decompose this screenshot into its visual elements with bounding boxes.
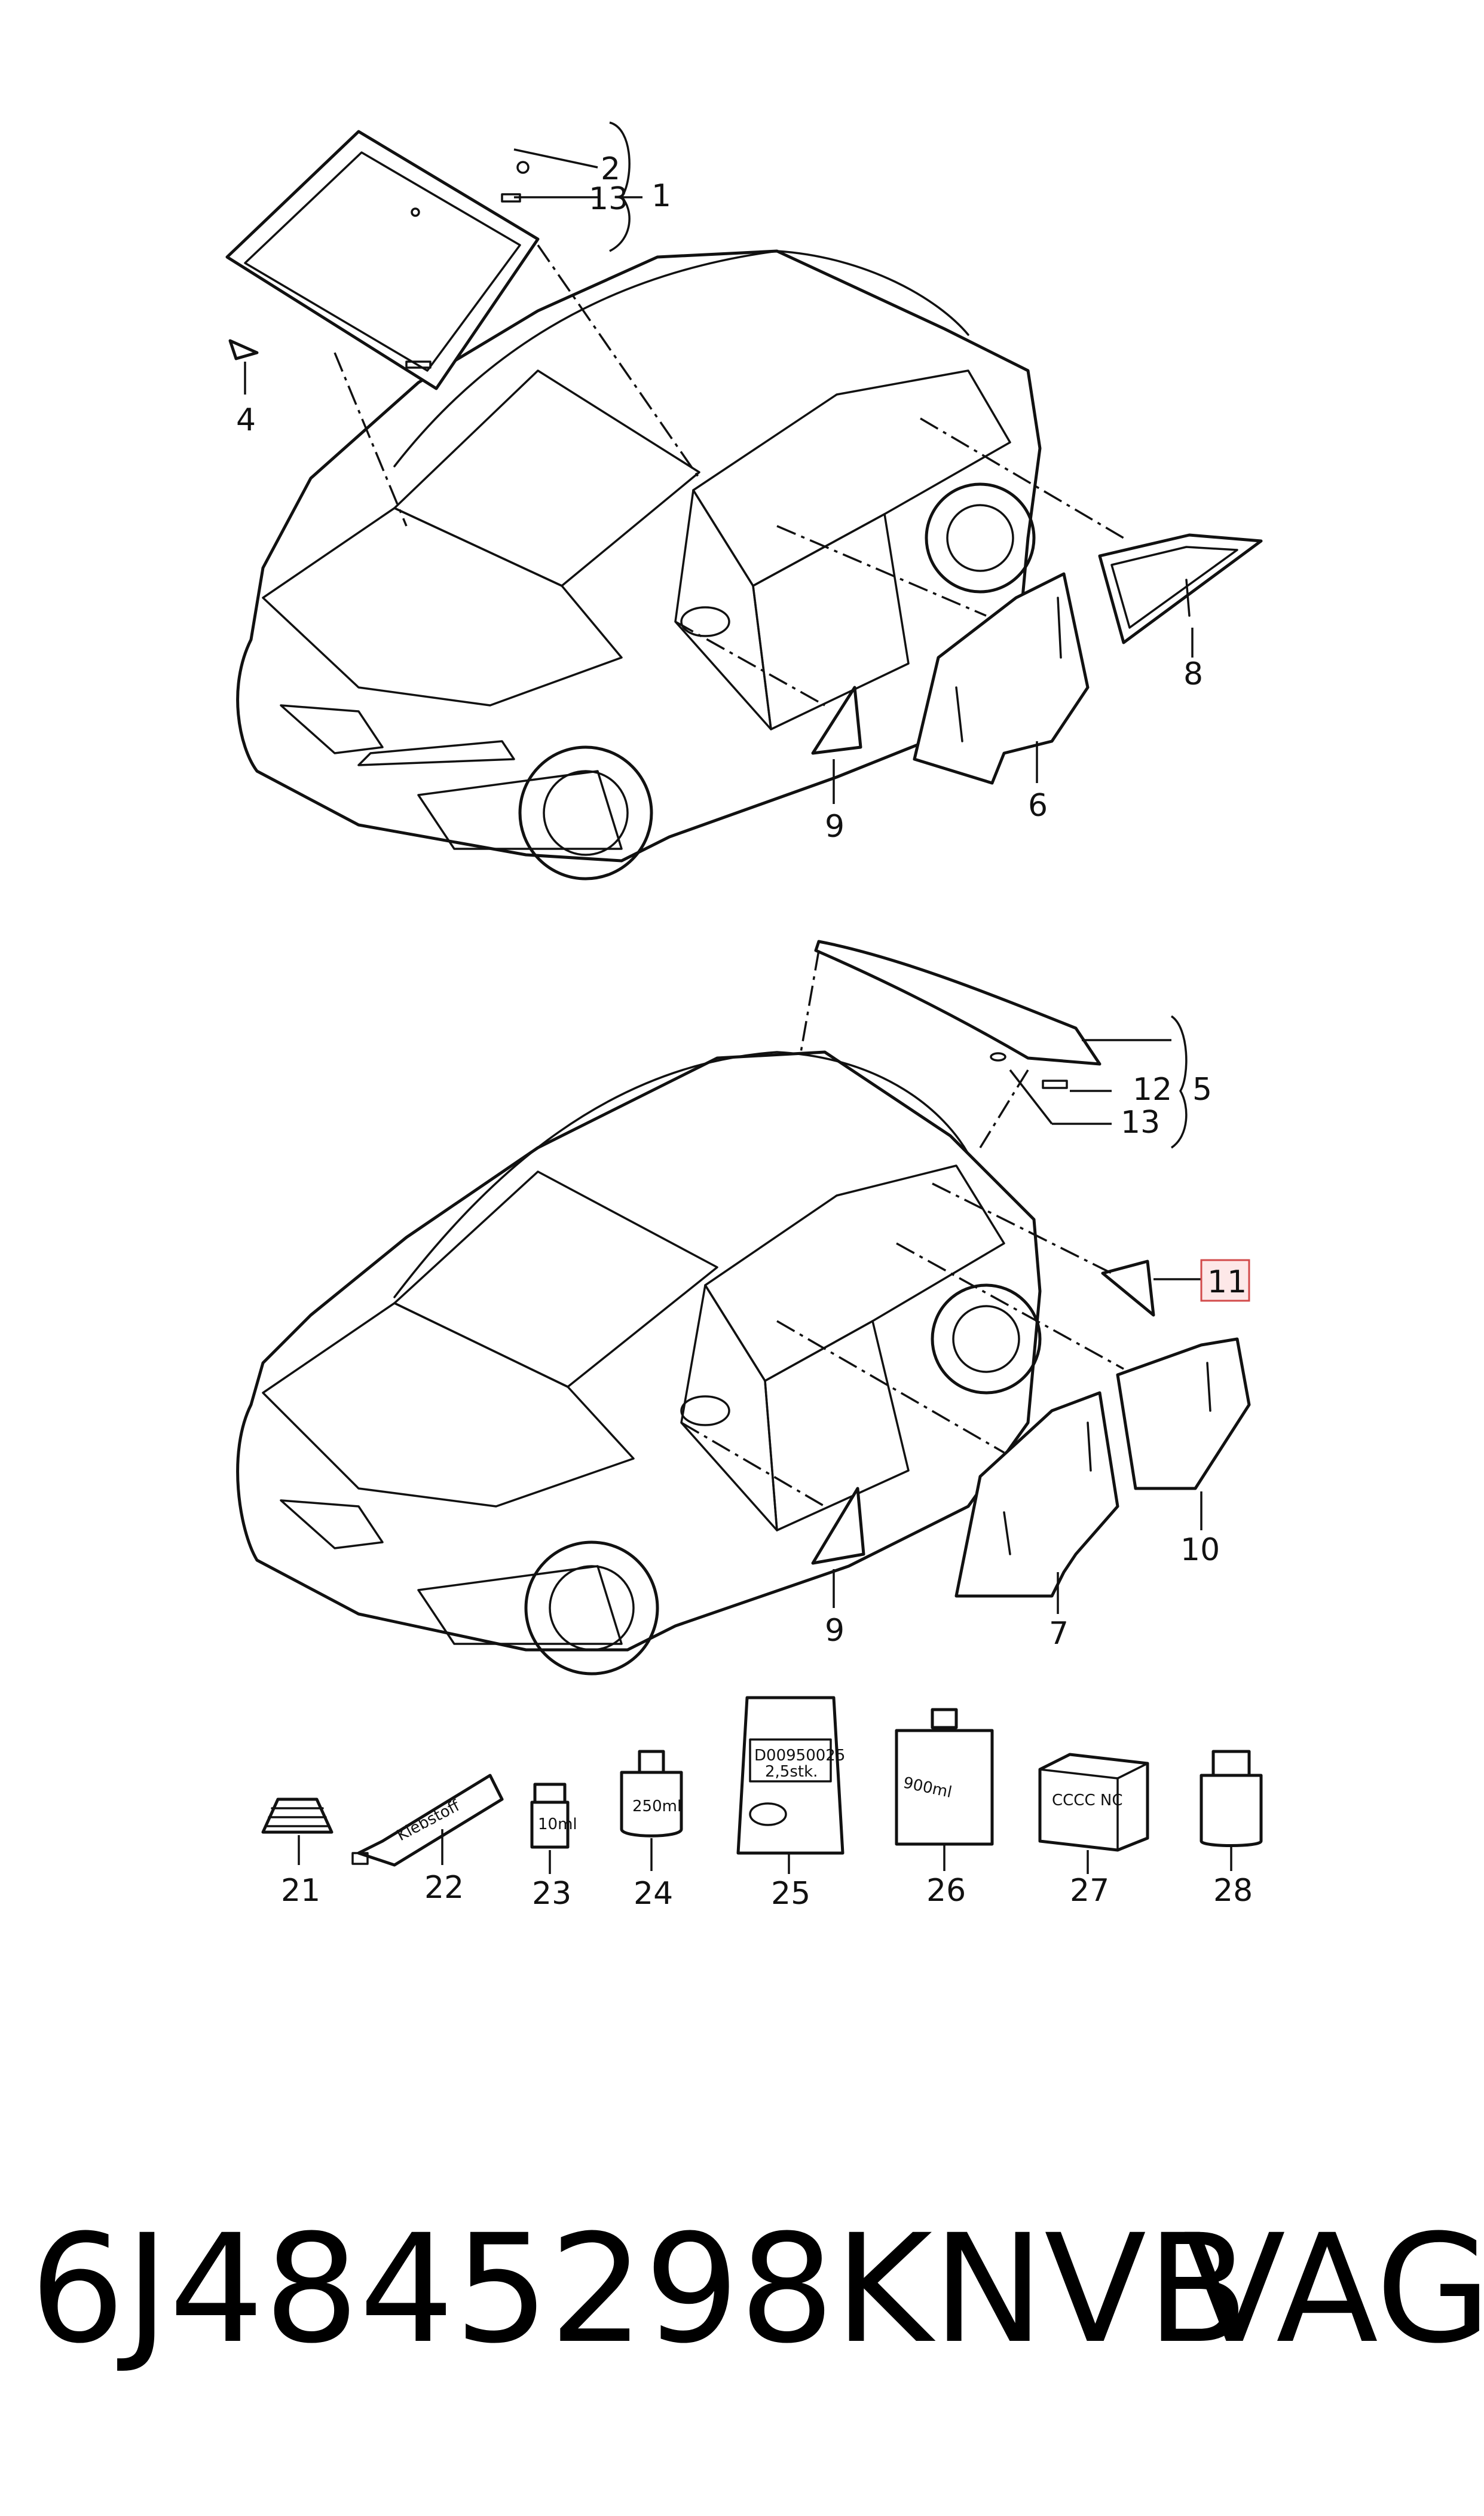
accessory-21-cone [261, 1797, 333, 1865]
jug-label: 900ml [902, 1774, 954, 1802]
accessory-27-box: CCCC NC [1038, 1753, 1149, 1874]
car-hatchback-illustration [236, 1050, 1042, 1676]
windshield-part [225, 130, 540, 390]
callout-21: 21 [281, 1873, 320, 1909]
callout-6: 6 [1028, 788, 1048, 824]
callout-5: 5 [1192, 1072, 1212, 1108]
accessory-24-can: 250ml [620, 1750, 683, 1871]
callout-24: 24 [634, 1876, 673, 1912]
callout-1: 1 [651, 178, 671, 214]
door-glass-part-7 [954, 1391, 1119, 1598]
bracket-group-5 [1009, 1015, 1188, 1149]
door-glass-part-10 [1116, 1337, 1251, 1530]
triangle-glass-part-11 [1101, 1259, 1201, 1317]
bracket-group-1 [501, 121, 642, 252]
callout-11-highlight [1200, 1259, 1250, 1302]
tube-label: Klebstoff [394, 1797, 463, 1845]
callout-28: 28 [1213, 1873, 1253, 1909]
box-label: CCCC NC [1052, 1792, 1123, 1809]
can-label: 250ml [632, 1797, 681, 1815]
callout-9-top: 9 [825, 809, 844, 845]
bag-label-line2: 2,5stk. [765, 1763, 818, 1781]
accessory-22-tube: Klebstoff [351, 1774, 504, 1867]
accessory-23-small-bottle: 10ml [530, 1783, 577, 1874]
callout-22: 22 [424, 1870, 464, 1906]
car-sedan-illustration [236, 249, 1042, 881]
callout-13-bottom: 13 [1121, 1105, 1160, 1141]
callout-4: 4 [236, 402, 256, 438]
quarter-glass-part-8 [1098, 533, 1263, 644]
accessory-26-jug: 900ml [895, 1708, 994, 1871]
brand-name: VAG [1183, 2202, 1484, 2376]
triangle-glass-part-9-bottom [811, 1487, 865, 1608]
bag-label-line1: D00950025 [754, 1747, 845, 1765]
door-glass-part-6 [913, 572, 1090, 785]
callout-10: 10 [1180, 1532, 1220, 1568]
callout-27: 27 [1070, 1873, 1109, 1909]
small-bottle-label: 10ml [538, 1815, 577, 1833]
callout-23: 23 [532, 1876, 571, 1912]
accessory-25-bag: D00950025 2,5stk. [736, 1696, 845, 1874]
callout-25: 25 [771, 1876, 810, 1912]
callout-numbers: 2 13 1 4 8 9 6 12 5 13 11 10 9 7 21 22 2… [236, 151, 1253, 1912]
callout-26: 26 [926, 1873, 966, 1909]
callout-2: 2 [601, 151, 620, 187]
callout-12: 12 [1133, 1072, 1172, 1108]
footer: 6J4845298KNVB VAG [30, 2200, 1484, 2379]
corner-glass-part-4 [228, 339, 259, 395]
callout-8: 8 [1183, 656, 1203, 692]
part-number: 6J4845298KNVB [30, 2202, 1249, 2376]
rear-window-part-5 [814, 940, 1101, 1089]
accessory-28-bottle [1200, 1750, 1263, 1871]
triangle-glass-part-9-top [811, 686, 862, 804]
callout-11: 11 [1207, 1264, 1247, 1300]
callout-9-bottom: 9 [825, 1613, 844, 1649]
callout-7: 7 [1049, 1616, 1069, 1652]
callout-13-top: 13 [589, 181, 628, 217]
